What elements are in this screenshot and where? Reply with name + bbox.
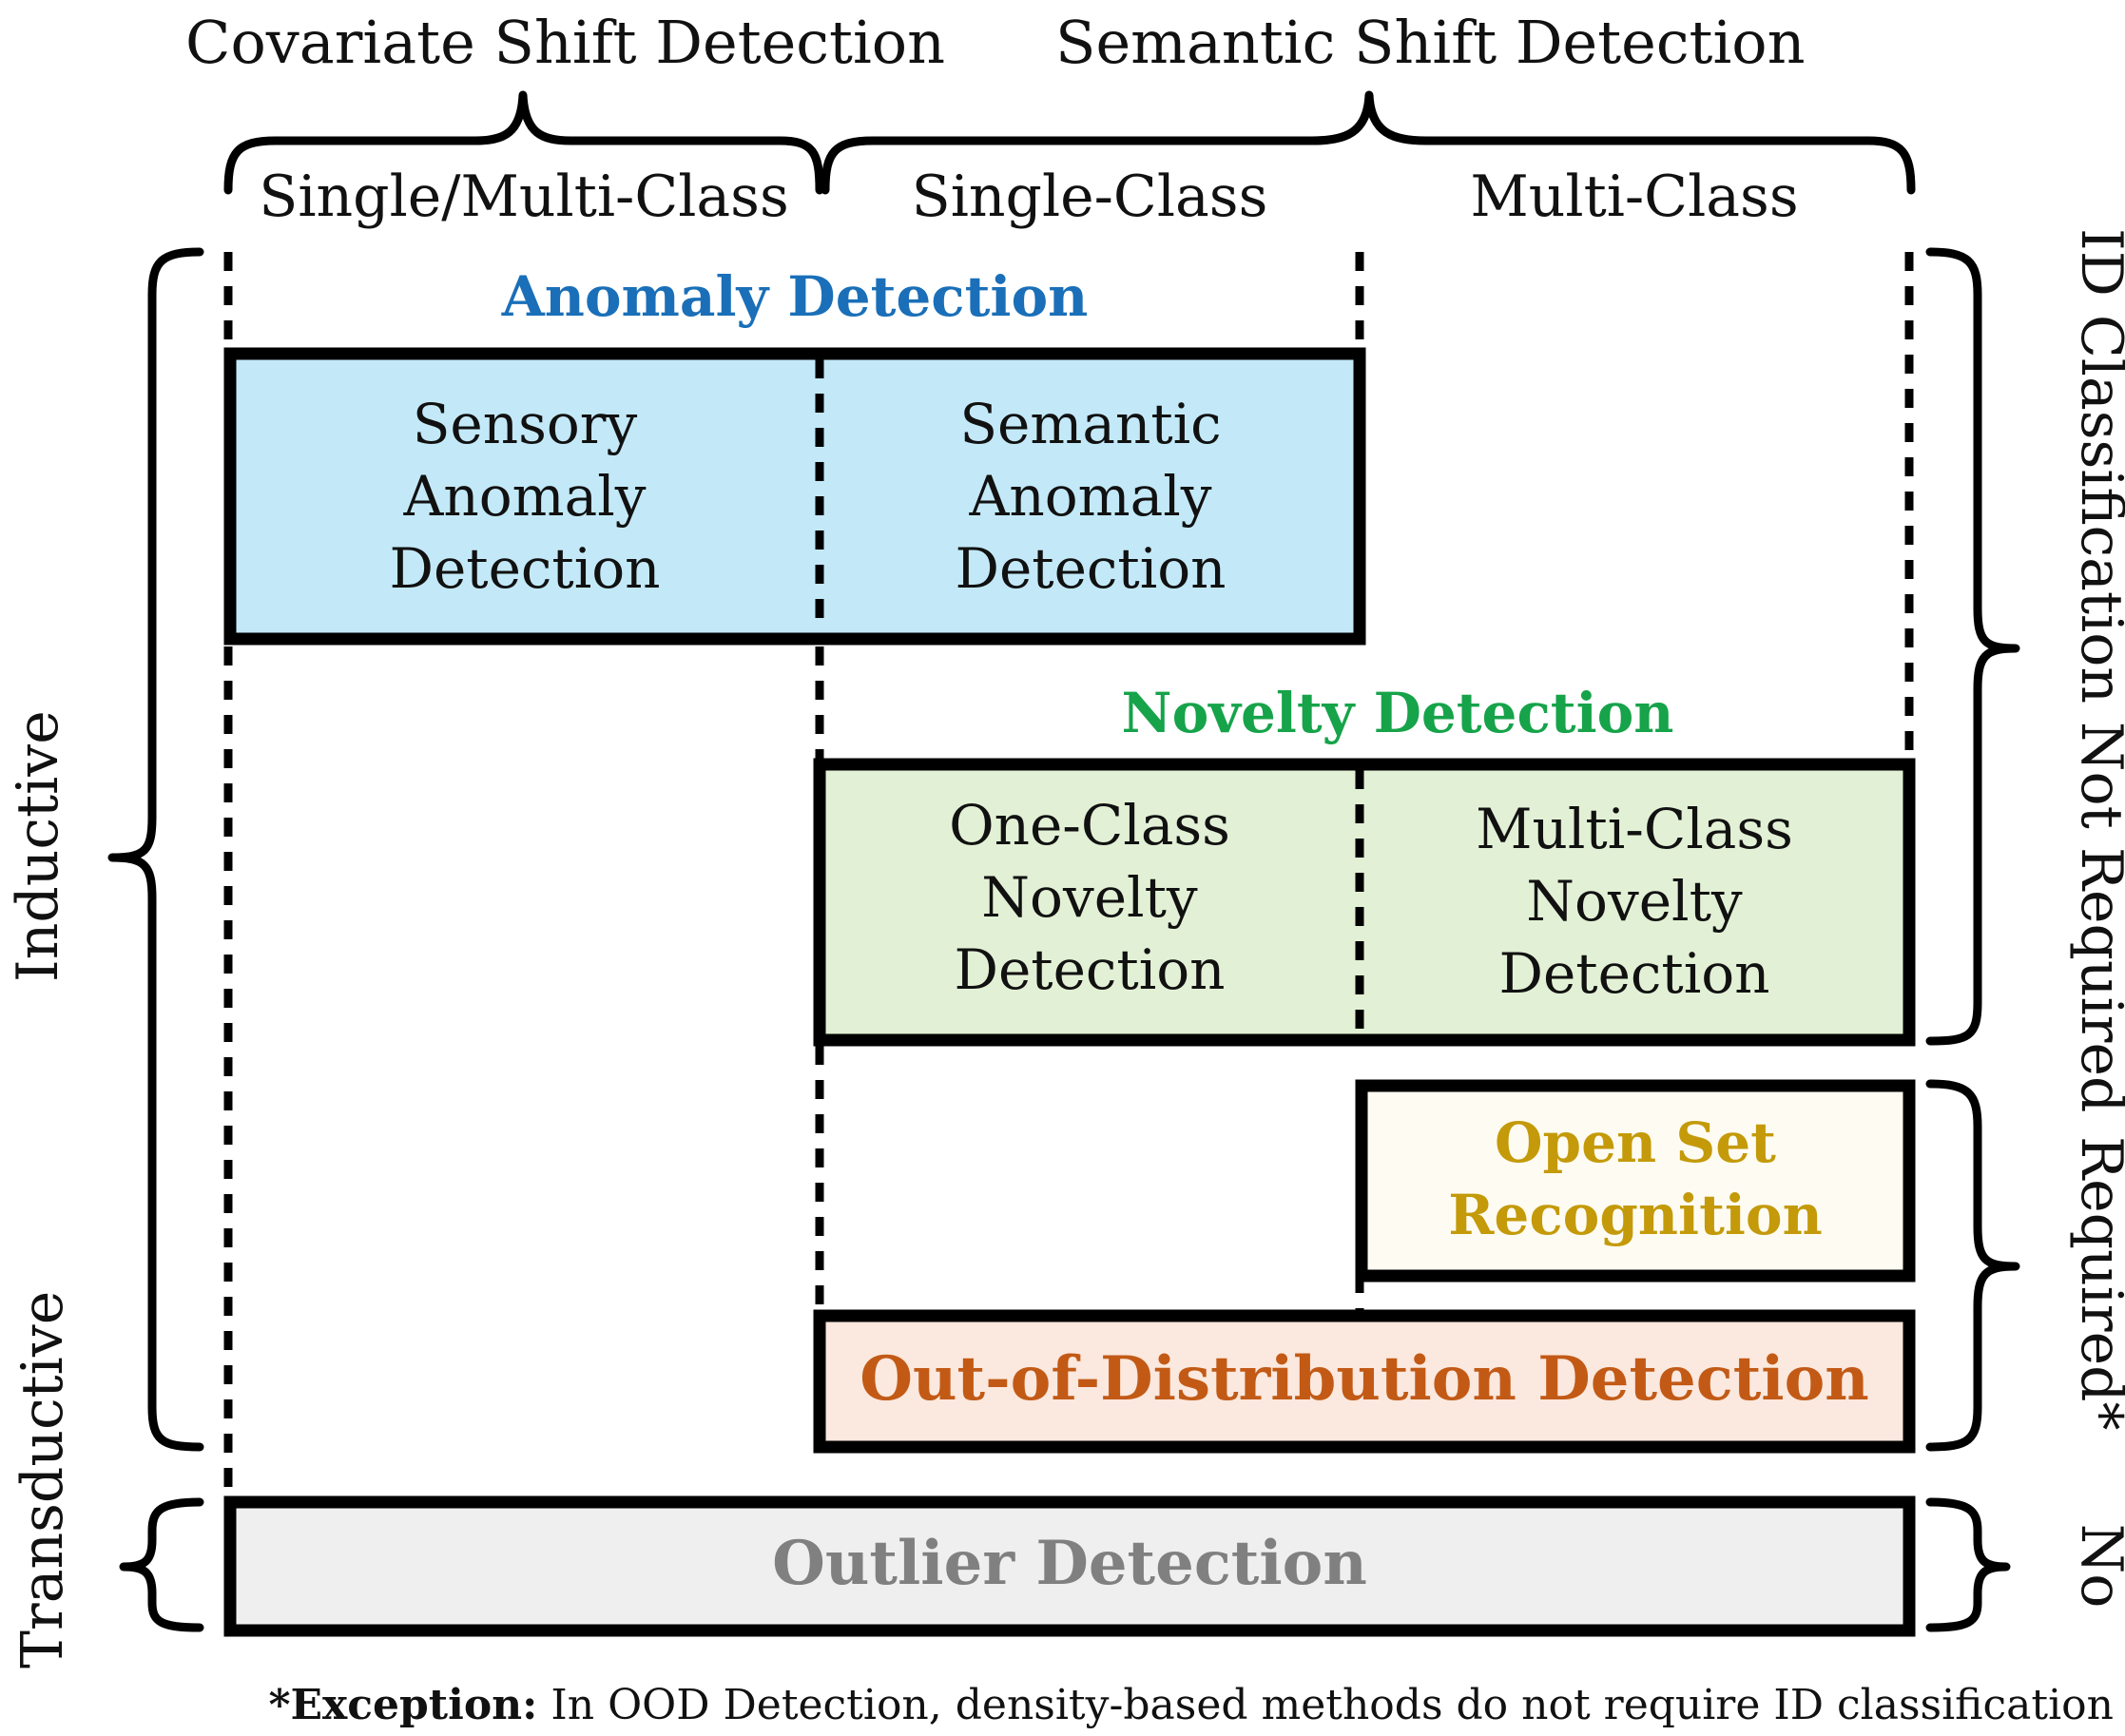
open-set-recognition-label: Open Set Recognition [1448,1110,1823,1247]
brace-required [1925,1079,2020,1452]
ood-detection-label: Out-of-Distribution Detection [860,1343,1869,1415]
one-class-novelty-label: One-Class Novelty Detection [949,793,1230,1002]
osr-box [1355,1079,1916,1283]
semantic-anomaly-label: Semantic Anomaly Detection [955,392,1227,601]
outlier-detection-label: Outlier Detection [772,1528,1367,1599]
ood-box [813,1309,1916,1454]
no-label: No [2068,1523,2125,1609]
transductive-label: Transductive [10,1290,76,1668]
inductive-label: Inductive [5,710,71,982]
outlier-box [223,1495,1916,1637]
footnote-text: In OOD Detection, density-based methods … [537,1681,2114,1729]
multi-class-novelty-label: Multi-Class Novelty Detection [1476,797,1793,1006]
brace-semantic [821,90,1916,195]
brace-transductive [119,1497,204,1632]
covariate-shift-header: Covariate Shift Detection [185,8,946,77]
novelty-box [813,758,1916,1047]
brace-inductive [107,247,204,1452]
column-multi: Multi-Class [1470,164,1799,230]
semantic-shift-header: Semantic Shift Detection [1055,8,1806,77]
brace-id-not-required [1925,247,2020,1046]
footnote: *Exception: In OOD Detection, density-ba… [268,1681,2114,1729]
column-single-multi: Single/Multi-Class [259,164,789,230]
brace-covariate [223,90,824,195]
column-single: Single-Class [911,164,1268,230]
required-label: Required* [2068,1136,2125,1431]
novelty-detection-title: Novelty Detection [1121,681,1674,745]
anomaly-detection-title: Anomaly Detection [501,264,1089,329]
brace-no [1925,1497,2011,1632]
sensory-anomaly-label: Sensory Anomaly Detection [389,392,661,601]
footnote-exception: *Exception: [268,1681,538,1729]
id-not-required-label: ID Classification Not Required [2068,228,2125,1113]
anomaly-box [223,347,1366,646]
